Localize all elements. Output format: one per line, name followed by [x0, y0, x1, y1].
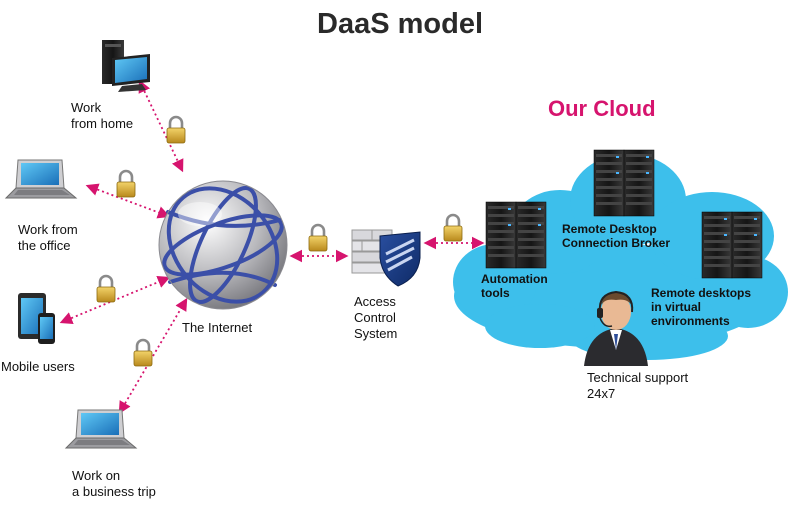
- link-trip-internet: [118, 297, 188, 415]
- padlock-icon: [95, 274, 117, 304]
- padlock-icon: [165, 115, 187, 145]
- label-access-control: Access Control System: [354, 294, 398, 341]
- desktop-icon: [102, 40, 150, 92]
- server-rack-icon: [485, 201, 547, 269]
- laptop-icon: [65, 409, 137, 449]
- padlock-icon: [115, 169, 137, 199]
- label-technical-support: Technical support 24x7: [587, 370, 689, 401]
- label-mobile-users: Mobile users: [1, 359, 75, 374]
- link-office-internet: [85, 183, 171, 219]
- laptop-icon: [5, 159, 77, 199]
- label-work-from-home: Work from home: [71, 100, 134, 131]
- firewall-shield-icon: [351, 229, 421, 287]
- padlock-icon: [307, 223, 329, 253]
- label-work-from-office: Work from the office: [18, 222, 78, 253]
- server-rack-icon: [701, 211, 763, 279]
- globe-icon: [158, 180, 288, 310]
- label-automation-tools: Automation tools: [481, 272, 548, 300]
- tablet-icon: [18, 293, 55, 344]
- link-home-internet: [138, 79, 184, 173]
- padlock-icon: [442, 213, 464, 243]
- padlock-icon: [132, 338, 154, 368]
- label-connection-broker: Remote Desktop Connection Broker: [562, 222, 671, 250]
- cloud-title: Our Cloud: [548, 96, 656, 121]
- label-remote-desktops: Remote desktops in virtual environments: [651, 286, 752, 328]
- label-internet: The Internet: [182, 320, 253, 335]
- link-mobile-internet: [59, 276, 171, 324]
- server-rack-icon: [593, 149, 655, 217]
- connections: [59, 79, 485, 415]
- diagram-title: DaaS model: [317, 8, 483, 40]
- label-business-trip: Work on a business trip: [72, 468, 156, 499]
- support-agent-icon: [584, 290, 648, 366]
